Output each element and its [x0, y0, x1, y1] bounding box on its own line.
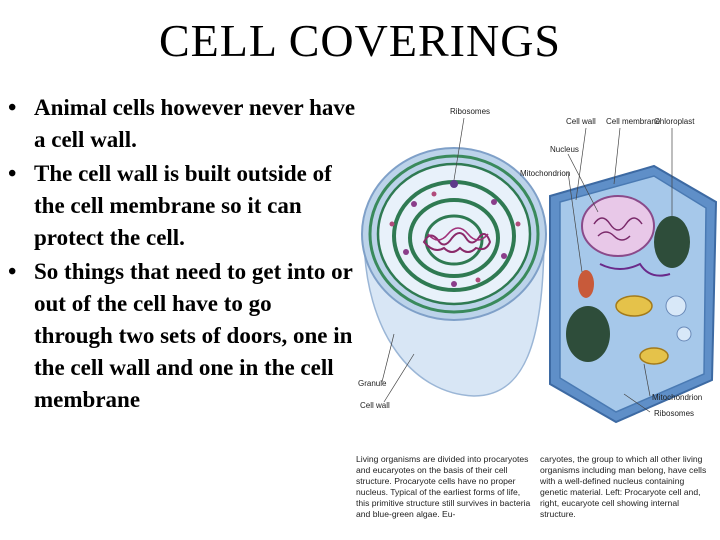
cell-diagram-figure: Ribosomes Cell wall Cell membrane Chloro… — [354, 84, 720, 524]
label-cell-wall-left: Cell wall — [360, 401, 390, 410]
label-cell-wall: Cell wall — [566, 117, 596, 126]
bullet-text: So things that need to get into or out o… — [34, 259, 353, 412]
bullet-icon: • — [8, 259, 17, 285]
label-mitochondrion-top: Mitochondrion — [520, 169, 570, 178]
procaryote-cell — [361, 147, 547, 397]
figure-caption-left: Living organisms are divided into procar… — [356, 454, 531, 519]
bullet-item: • So things that need to get into or out… — [6, 256, 356, 416]
bullet-icon: • — [8, 95, 17, 121]
label-granule: Granule — [358, 379, 387, 388]
bullet-text: The cell wall is built outside of the ce… — [34, 161, 332, 250]
bullet-icon: • — [8, 161, 17, 187]
bullet-list: • Animal cells however never have a cell… — [6, 92, 356, 416]
slide-title: CELL COVERINGS — [158, 15, 561, 66]
label-ribosomes-bottom: Ribosomes — [654, 409, 694, 418]
leader-lines — [381, 117, 673, 413]
cell-illustration: Ribosomes Cell wall Cell membrane Chloro… — [358, 107, 718, 424]
label-ribosomes-top: Ribosomes — [450, 107, 490, 116]
label-cell-membrane: Cell membrane — [606, 117, 661, 126]
bullet-item: • The cell wall is built outside of the … — [6, 158, 356, 254]
label-nucleus: Nucleus — [550, 145, 579, 154]
eucaryote-cell — [549, 164, 718, 424]
label-mitochondrion-bottom: Mitochondrion — [652, 393, 702, 402]
label-chloroplast: Chloroplast — [654, 117, 695, 126]
bullet-item: • Animal cells however never have a cell… — [6, 92, 356, 156]
bullet-text: Animal cells however never have a cell w… — [34, 95, 356, 152]
figure-caption-right: caryotes, the group to which all other l… — [540, 454, 707, 519]
